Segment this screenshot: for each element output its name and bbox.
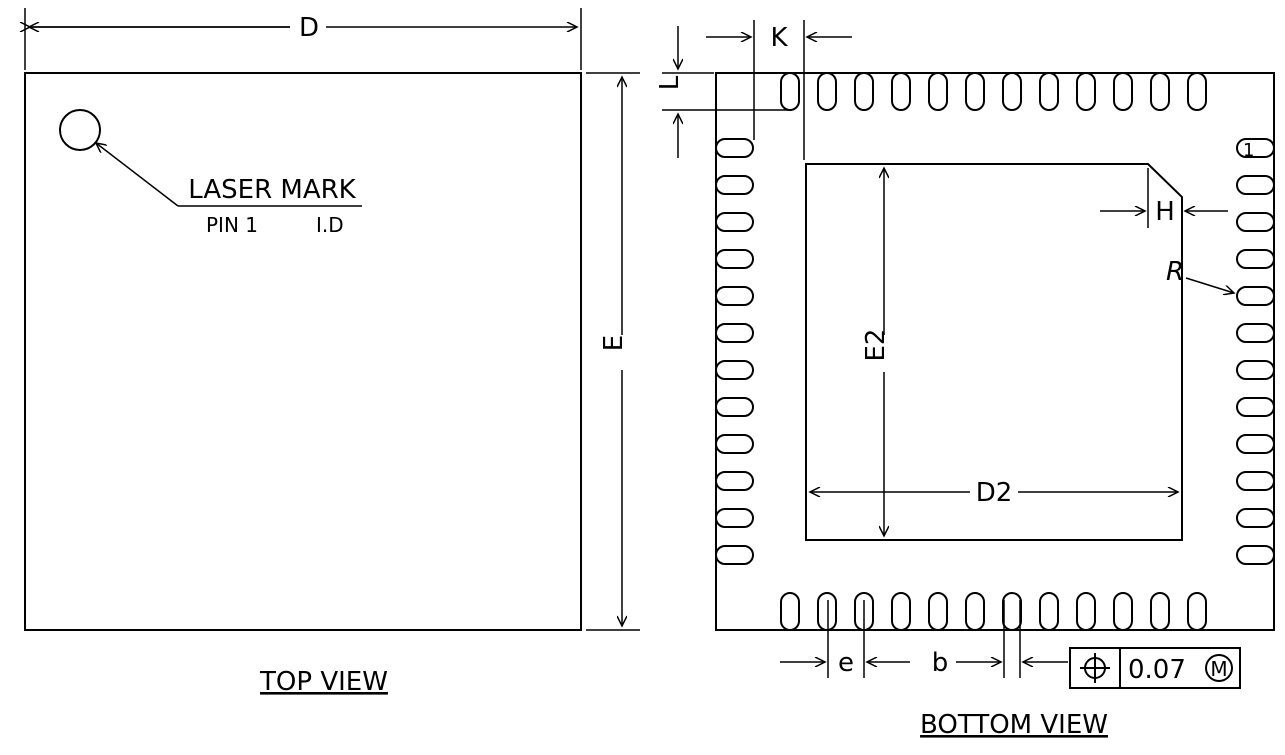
dimension-e2: E2 <box>861 168 891 536</box>
pad-right <box>1236 545 1275 565</box>
pad-top <box>965 72 985 111</box>
pad-left <box>715 286 754 306</box>
dimension-d2: D2 <box>810 478 1178 508</box>
position-tolerance-frame: 0.07 M <box>1069 647 1241 689</box>
bottom-view-body-outline <box>715 72 1275 631</box>
dimension-r: R <box>1166 257 1234 293</box>
mmc-modifier-circle <box>1205 654 1233 682</box>
pad-right <box>1236 360 1275 380</box>
dimension-d: D <box>25 8 582 70</box>
pin1-laser-mark-circle <box>59 109 101 151</box>
pad-bottom <box>1187 592 1207 631</box>
pad-bottom <box>817 592 837 631</box>
id-label: I.D <box>316 213 344 237</box>
pad-top <box>1187 72 1207 111</box>
pad-bottom <box>1113 592 1133 631</box>
dimension-r-label: R <box>1166 257 1184 287</box>
pad-top <box>1002 72 1022 111</box>
pad-right <box>1236 138 1275 158</box>
dimension-e-pitch: e <box>780 600 910 678</box>
dimension-h-label: H <box>1155 197 1175 227</box>
laser-mark-label: LASER MARK <box>188 175 356 205</box>
bottom-view-title: BOTTOM VIEW <box>920 710 1108 740</box>
pad-left <box>715 434 754 454</box>
dimension-h: H <box>1100 168 1228 228</box>
pad-right <box>1236 175 1275 195</box>
dimension-e: E <box>586 72 640 631</box>
pad-right <box>1236 212 1275 232</box>
exposed-thermal-pad <box>805 163 1183 541</box>
laser-mark-leader <box>96 143 179 207</box>
dimension-l-label: L <box>655 75 685 90</box>
pad-left <box>715 545 754 565</box>
pad-left <box>715 397 754 417</box>
dimension-k: K <box>706 20 852 160</box>
dimension-e2-label: E2 <box>861 329 891 362</box>
pad-left <box>715 508 754 528</box>
pad-top <box>891 72 911 111</box>
top-view-body-outline <box>24 72 582 631</box>
tolerance-value: 0.07 <box>1128 655 1186 685</box>
pad-group <box>715 72 1275 631</box>
pad-top <box>1076 72 1096 111</box>
pad-top <box>1113 72 1133 111</box>
pad-right <box>1236 508 1275 528</box>
pad-left <box>715 323 754 343</box>
mmc-modifier-label: M <box>1210 657 1227 681</box>
top-view: D E LASER MARK PIN 1 I.D TOP VIEW <box>25 8 640 697</box>
pad-left <box>715 360 754 380</box>
pad-bottom <box>1039 592 1059 631</box>
position-symbol-icon <box>1080 653 1110 683</box>
pad-bottom <box>965 592 985 631</box>
pad-top <box>1039 72 1059 111</box>
pad-bottom <box>780 592 800 631</box>
dimension-e-label: E <box>599 335 629 351</box>
pad-right <box>1236 434 1275 454</box>
dimension-b-label: b <box>932 648 949 678</box>
pad-top <box>928 72 948 111</box>
dimension-d2-label: D2 <box>976 478 1013 508</box>
pad-bottom <box>891 592 911 631</box>
pad-bottom <box>928 592 948 631</box>
pad-left <box>715 471 754 491</box>
pad-right <box>1236 397 1275 417</box>
pad-left <box>715 249 754 269</box>
pad-right <box>1236 286 1275 306</box>
dimension-d-label: D <box>299 13 319 43</box>
dimension-e-pitch-label: e <box>838 648 854 678</box>
pin1-label: PIN 1 <box>206 213 258 237</box>
pad-top <box>1150 72 1170 111</box>
dimension-k-label: K <box>770 23 788 53</box>
pad-left <box>715 175 754 195</box>
dimension-b: b <box>932 600 1068 678</box>
pad-left <box>715 138 754 158</box>
pad-top <box>854 72 874 111</box>
pad-top <box>817 72 837 111</box>
top-view-title: TOP VIEW <box>259 667 388 697</box>
pad-bottom <box>1076 592 1096 631</box>
pad-bottom <box>1150 592 1170 631</box>
pad-left <box>715 212 754 232</box>
pad-bottom <box>1002 592 1022 631</box>
pad-right <box>1236 471 1275 491</box>
bottom-view: 1 K L H R <box>655 20 1275 740</box>
pin1-number: 1 <box>1243 140 1254 161</box>
dimension-l: L <box>655 26 790 158</box>
pad-right <box>1236 323 1275 343</box>
pad-right <box>1236 249 1275 269</box>
pad-top <box>780 72 800 111</box>
